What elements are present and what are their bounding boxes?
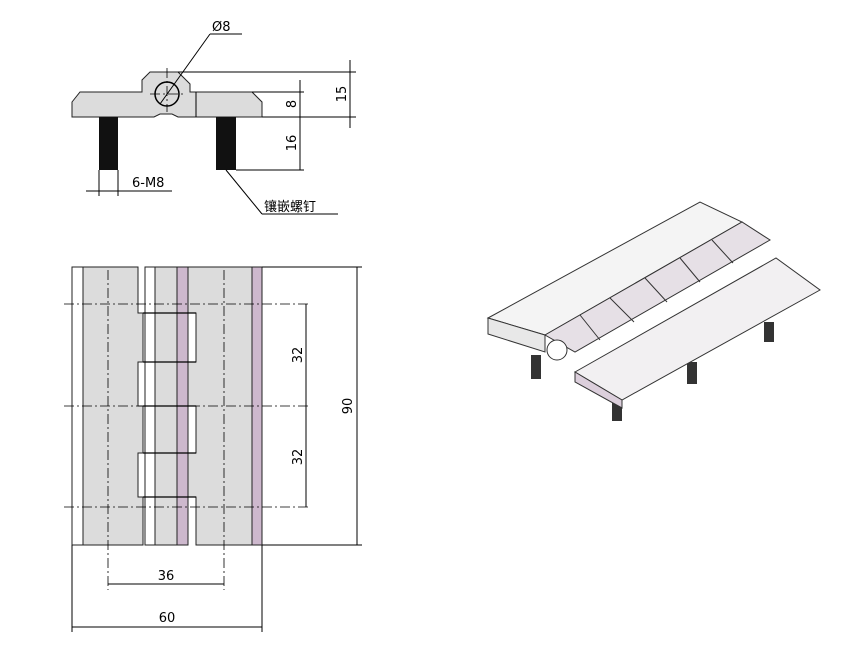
screw-left xyxy=(99,117,118,170)
screw-right xyxy=(216,117,236,170)
front-view: 32 32 90 36 60 xyxy=(64,266,362,632)
isometric-view xyxy=(486,201,821,421)
callout-label: 镶嵌螺钉 xyxy=(264,199,316,215)
total-width-label: 60 xyxy=(159,611,176,626)
pitch-lower-label: 32 xyxy=(291,449,306,466)
pitch-upper-label: 32 xyxy=(291,347,306,364)
top-view: Ø8 15 8 16 6-M8 镶嵌螺钉 xyxy=(71,20,356,215)
screw-length-label: 16 xyxy=(285,135,300,152)
hole-spacing-label: 36 xyxy=(158,569,175,584)
diameter-label: Ø8 xyxy=(212,20,231,35)
height-plate-label: 8 xyxy=(285,100,300,108)
height-total-label: 15 xyxy=(335,86,350,103)
total-length-label: 90 xyxy=(341,398,356,415)
thread-label: 6-M8 xyxy=(132,176,164,191)
